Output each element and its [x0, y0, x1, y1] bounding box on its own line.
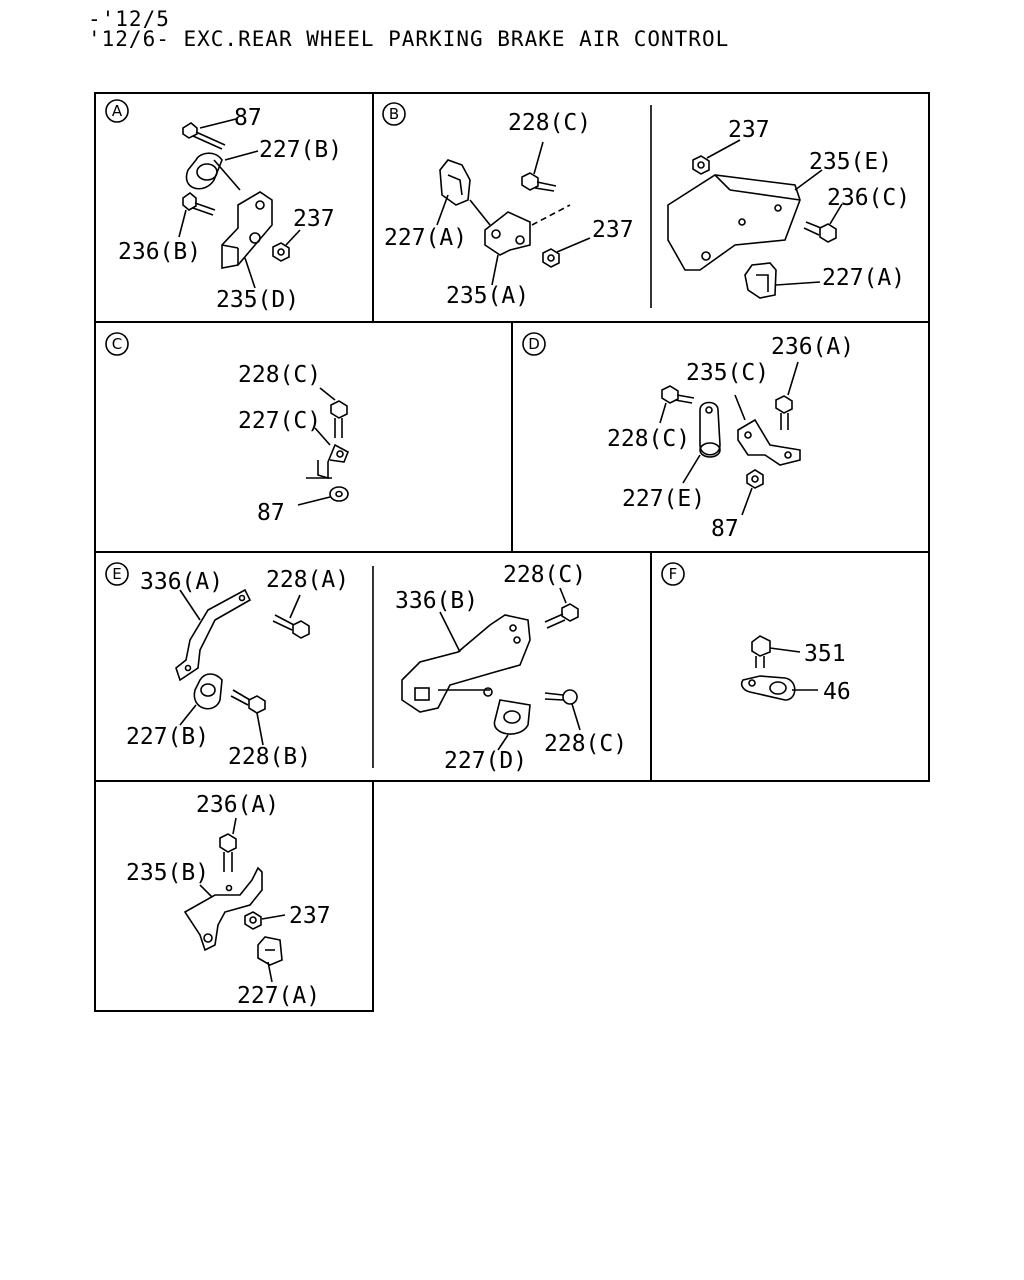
bolt-228b: [230, 689, 266, 714]
header-line-2: '12/6- EXC.REAR WHEEL PARKING BRAKE AIR …: [88, 27, 730, 51]
panel-f: F 351 46: [661, 562, 851, 705]
label-228b: 228(B): [228, 744, 311, 770]
nut-87-c: [329, 486, 349, 502]
svg-text:B: B: [389, 105, 399, 123]
label-236a: 236(A): [771, 334, 854, 360]
label-87: 87: [234, 105, 262, 131]
clamp-46: [740, 675, 796, 701]
bolt-228c-e2: [544, 689, 578, 705]
nut-237-a: [272, 242, 290, 262]
label-227d: 227(D): [444, 748, 527, 774]
label-237: 237: [289, 903, 331, 929]
clip-227b: [185, 152, 241, 191]
clip-227a: [439, 159, 471, 206]
label-336b: 336(B): [395, 588, 478, 614]
clip-227d: [483, 687, 531, 735]
label-228c: 228(C): [508, 110, 591, 136]
bracket-336a: [175, 588, 252, 682]
svg-text:A: A: [112, 102, 123, 120]
clip-227c: [306, 443, 350, 480]
label-235a: 235(A): [446, 283, 529, 309]
label-336a: 336(A): [140, 569, 223, 595]
panel-grid: [94, 92, 930, 1012]
bracket-235b: [183, 866, 263, 952]
label-236b: 236(B): [118, 239, 201, 265]
label-87: 87: [711, 516, 739, 542]
svg-text:E: E: [112, 565, 121, 583]
label-228c-1: 228(C): [503, 562, 586, 588]
bolt-236b: [182, 191, 216, 216]
svg-text:F: F: [669, 565, 678, 583]
clip-227b-e: [193, 673, 223, 710]
label-227b: 227(B): [259, 137, 342, 163]
label-235b: 235(B): [126, 860, 209, 886]
label-87: 87: [257, 500, 285, 526]
bolt-228c-d: [661, 385, 695, 404]
panel-c: C 228(C) 227(C) 87: [105, 332, 350, 526]
label-227c: 227(C): [238, 408, 321, 434]
bolt-87: [182, 122, 226, 150]
label-227e: 227(E): [622, 486, 705, 512]
panel-letter-d: D: [522, 332, 546, 356]
label-228c: 228(C): [238, 362, 321, 388]
bracket-336b: [401, 614, 531, 713]
label-236a: 236(A): [196, 792, 279, 818]
label-351: 351: [804, 641, 846, 667]
label-46: 46: [823, 679, 851, 705]
label-227a: 227(A): [384, 225, 467, 251]
bolt-228c-c: [330, 400, 348, 438]
nut-87-d: [746, 469, 764, 489]
panel-letter-e: E: [105, 562, 129, 586]
bolt-236a-d: [775, 395, 793, 430]
label-228a: 228(A): [266, 567, 349, 593]
label-227a-b2: 227(A): [822, 265, 905, 291]
bolt-236c: [803, 221, 837, 243]
bolt-351: [751, 635, 771, 668]
header-line-1: -'12/5: [88, 7, 170, 31]
nut-237-b: [542, 248, 560, 268]
panel-letter-f: F: [661, 562, 685, 586]
panel-a: A: [105, 99, 342, 313]
svg-text:D: D: [528, 335, 540, 353]
label-227b: 227(B): [126, 724, 209, 750]
bracket-235c: [737, 418, 801, 466]
bolt-236a-g: [219, 833, 237, 872]
panel-g: 236(A) 235(B) 237 227(A): [126, 792, 331, 1009]
nut-237-b2: [692, 155, 710, 175]
panel-d: D 236(A) 235(: [522, 332, 854, 542]
bolt-228a: [272, 614, 310, 639]
bracket-235e: [667, 174, 801, 271]
label-236c: 236(C): [827, 185, 910, 211]
bolt-228c-b: [521, 172, 557, 192]
bolt-228c-e1: [544, 603, 579, 629]
label-235c: 235(C): [686, 360, 769, 386]
label-237: 237: [293, 206, 335, 232]
clip-227a-g: [257, 936, 283, 966]
clip-227a-b2: [744, 262, 777, 299]
label-235e: 235(E): [809, 149, 892, 175]
bracket-235a: [484, 211, 531, 256]
label-237: 237: [592, 217, 634, 243]
label-228c: 228(C): [607, 426, 690, 452]
panel-e: E 336(A) 228(A) 227(B) 228(B): [105, 562, 627, 774]
panel-letter-c: C: [105, 332, 129, 356]
clip-227e: [699, 401, 721, 458]
panel-letter-b: B: [382, 102, 406, 126]
label-227a: 227(A): [237, 983, 320, 1009]
nut-237-g: [244, 911, 262, 930]
bracket-235d: [221, 191, 273, 269]
panel-b: B 228(C) 227(A) 237: [382, 102, 910, 309]
svg-text:C: C: [112, 335, 122, 353]
label-237-b2: 237: [728, 117, 770, 143]
label-228c-2: 228(C): [544, 731, 627, 757]
label-235d: 235(D): [216, 287, 299, 313]
panel-letter-a: A: [105, 99, 129, 123]
